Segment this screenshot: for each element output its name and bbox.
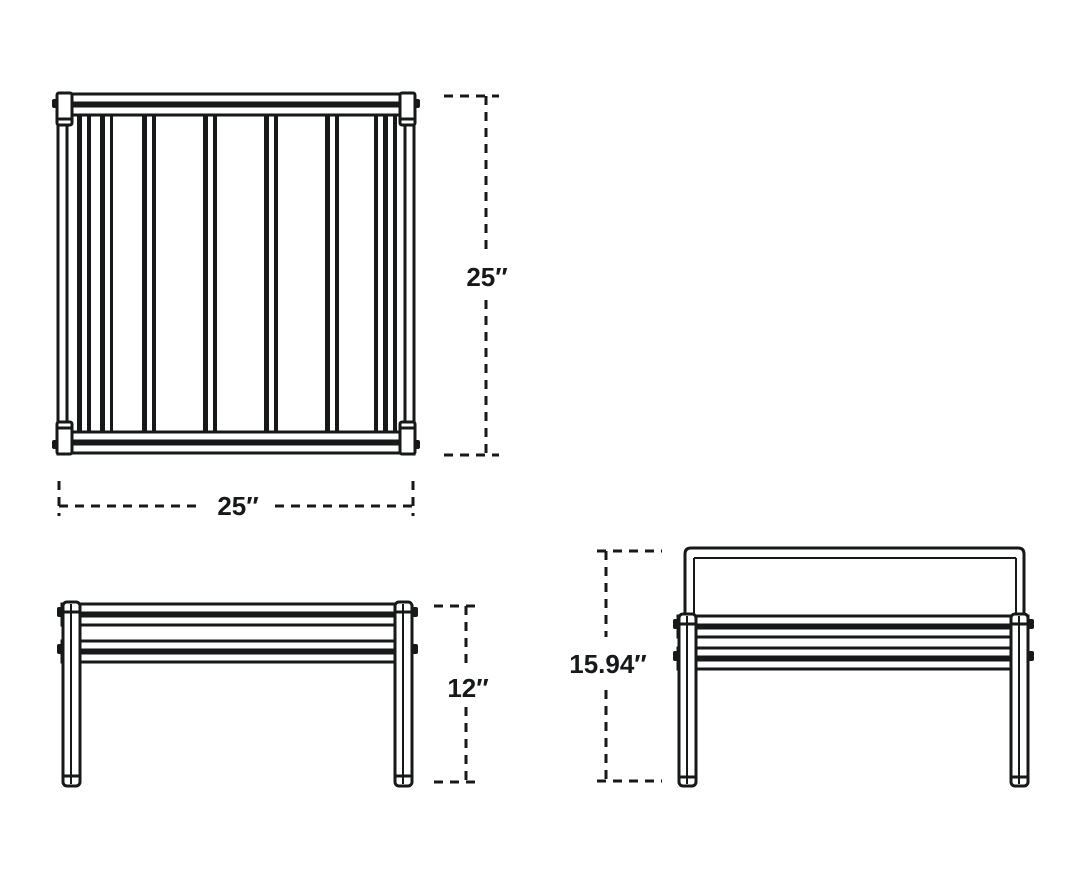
front-view-leg-caps [64,610,411,778]
height-dimension [434,604,478,784]
depth-dimension [444,94,499,457]
top-view-slats [77,113,397,443]
perspective-tabletop [683,546,1026,624]
perspective-apron-rail [676,646,1030,671]
depth-dimension-label: 25″ [466,262,507,292]
width-dimension [57,481,415,516]
top-view-corner-posts [55,91,417,456]
top-view-connector-tabs [52,99,420,449]
front-view-legs [61,600,414,788]
top-view [52,91,420,456]
overall-height-dimension [597,549,662,783]
perspective-leg-caps [680,622,1027,779]
perspective-view [673,546,1034,788]
front-view-apron-rail [60,639,412,664]
front-elevation-view [57,600,418,788]
overall-height-dimension-label: 15.94″ [569,649,647,679]
perspective-legs [677,612,1030,788]
perspective-tabletop-edges [693,557,1017,622]
front-view-connector-tabs [57,607,418,654]
width-dimension-label: 25″ [217,491,258,521]
perspective-upper-rail [676,614,1030,639]
height-dimension-label: 12″ [447,673,488,703]
perspective-tabletop-body [683,546,1026,624]
perspective-connector-tabs [673,619,1034,661]
front-view-top-rail [60,602,412,627]
